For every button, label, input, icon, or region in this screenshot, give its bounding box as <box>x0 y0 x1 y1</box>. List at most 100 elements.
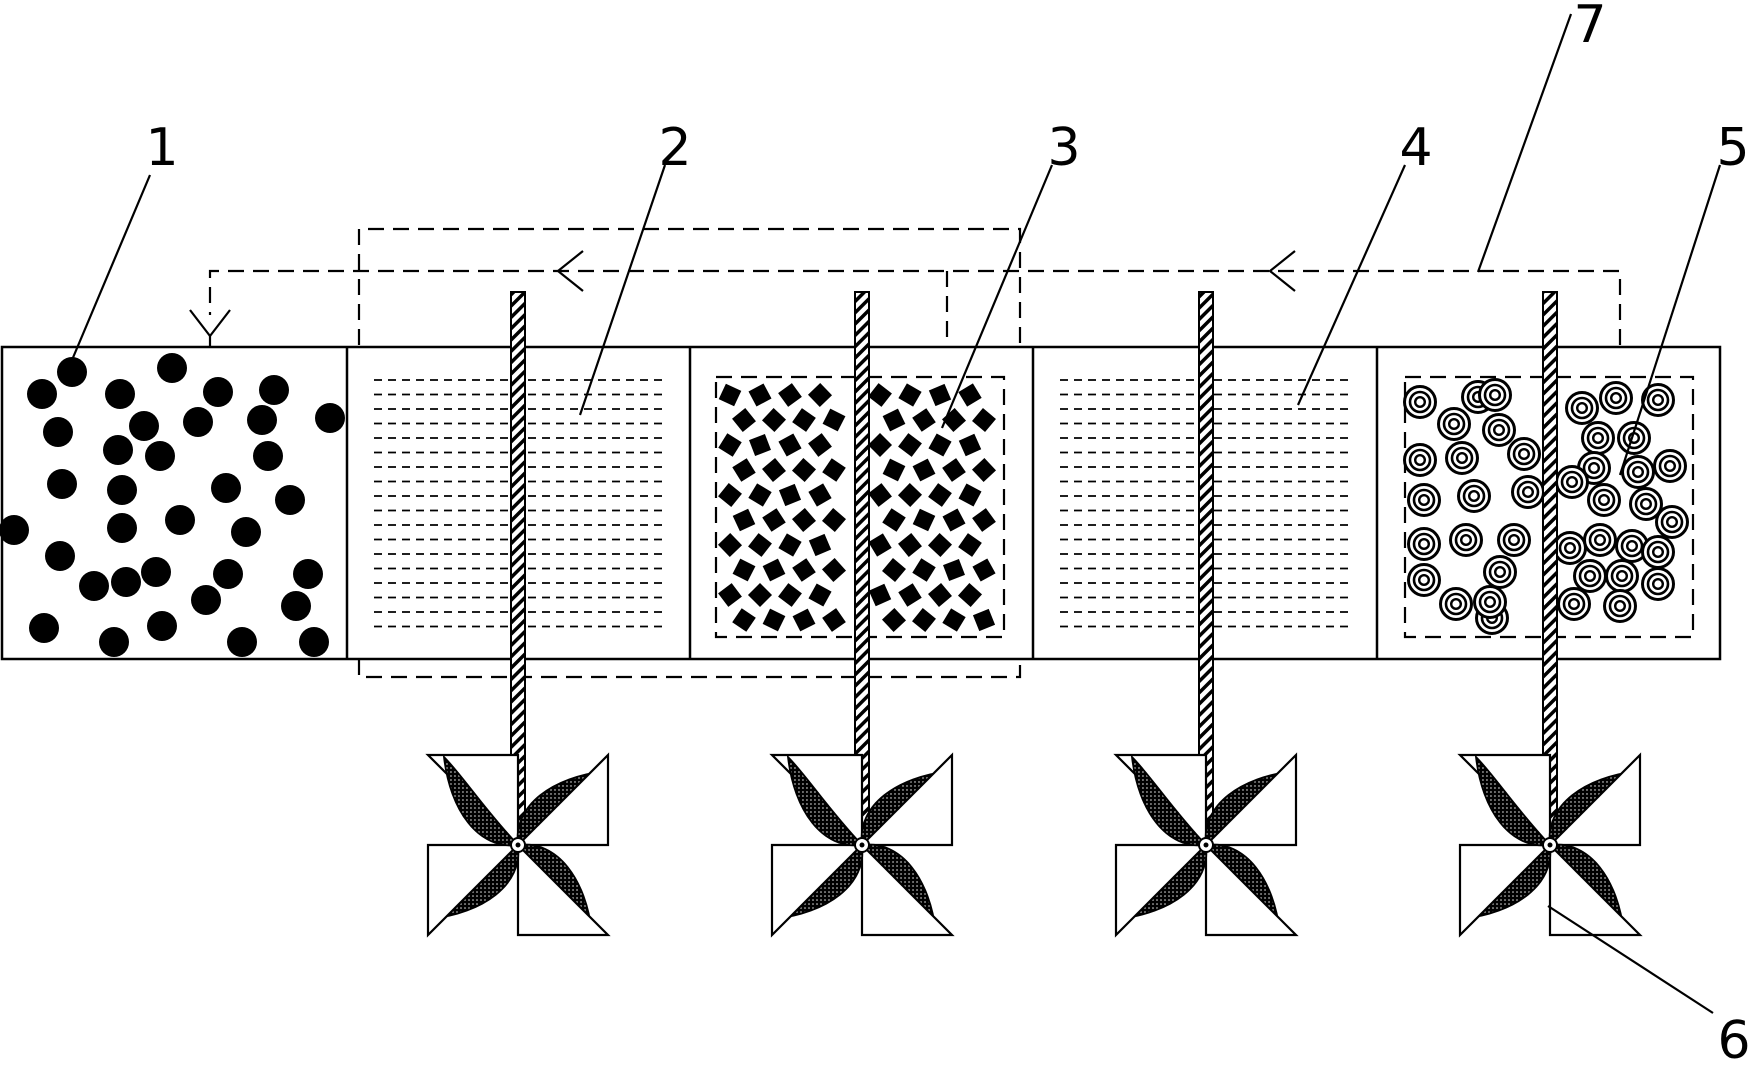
media-cube <box>778 383 802 407</box>
media-ring-ball <box>1641 567 1675 601</box>
ring-inner <box>1507 534 1520 547</box>
media-ring-ball <box>1403 443 1437 477</box>
media-cube <box>972 408 996 432</box>
label-part-4: 4 <box>1399 118 1432 178</box>
ring-inner <box>1447 418 1460 431</box>
blade-plate <box>1458 843 1553 938</box>
ring-middle <box>1586 426 1610 450</box>
media-cube <box>718 483 742 507</box>
leader-lines <box>70 13 1722 1014</box>
ring-inner <box>1651 578 1664 591</box>
media-ball <box>99 627 129 657</box>
stirrer-assembly <box>1457 291 1643 938</box>
media-cube <box>822 608 846 632</box>
media-cube <box>762 558 786 582</box>
ring-inner <box>1631 466 1644 479</box>
ring-middle <box>1562 592 1586 616</box>
media-cube <box>958 433 982 457</box>
media-cube <box>868 383 892 407</box>
ring-middle <box>1592 488 1616 512</box>
media-cube <box>792 608 816 632</box>
media-cube <box>762 608 786 632</box>
media-ring-ball <box>1557 587 1591 621</box>
media-cube <box>912 508 936 532</box>
ring-inner <box>1413 396 1426 409</box>
media-ring-ball <box>1555 465 1589 499</box>
stirrer-assembly <box>769 291 955 938</box>
impeller-hub-center <box>515 842 521 848</box>
ring-middle <box>1610 564 1634 588</box>
ring-middle <box>1604 386 1628 410</box>
arrow-left-icon <box>1268 250 1296 292</box>
media-cube <box>971 457 997 483</box>
media-cube <box>882 558 906 582</box>
stirrer-assembly <box>1113 291 1299 938</box>
ring-middle <box>1454 528 1478 552</box>
media-ring-ball <box>1565 391 1599 425</box>
media-ring-ball <box>1473 585 1507 619</box>
media-cube <box>778 583 802 607</box>
ring-inner <box>1615 570 1628 583</box>
blade-plate <box>516 842 611 937</box>
media-ring-ball <box>1437 407 1471 441</box>
ring-inner <box>1565 476 1578 489</box>
label-part-2: 2 <box>658 118 691 178</box>
media-ball <box>165 505 195 535</box>
blade-plate <box>859 752 954 847</box>
label-part-1: 1 <box>145 118 178 178</box>
media-ball <box>129 411 159 441</box>
blade-curve <box>442 754 520 847</box>
media-ball <box>107 513 137 543</box>
media-cube <box>897 482 923 508</box>
media-cube <box>942 608 966 632</box>
ring-inner <box>1665 516 1678 529</box>
media-cube <box>943 559 965 581</box>
impeller-blade <box>426 754 521 938</box>
ring-inner <box>1488 389 1501 402</box>
paddle-impeller-icon <box>425 752 611 938</box>
media-ball <box>27 379 57 409</box>
ring-middle <box>1646 388 1670 412</box>
media-ball <box>47 469 77 499</box>
impeller-hub-center <box>1203 842 1209 848</box>
ring-middle <box>1646 540 1670 564</box>
media-cube <box>792 408 816 432</box>
media-cube <box>747 582 773 608</box>
media-cube <box>808 583 832 607</box>
media-ball <box>29 613 59 643</box>
media-cube <box>792 558 816 582</box>
ring-middle <box>1502 528 1526 552</box>
ring-inner <box>1587 462 1600 475</box>
media-cube <box>898 533 922 557</box>
media-ring-ball <box>1407 563 1441 597</box>
ring-inner <box>1417 538 1430 551</box>
ring-middle <box>1462 484 1486 508</box>
ring-middle <box>1646 572 1670 596</box>
impeller-hub-center <box>859 842 865 848</box>
paddle-impeller-icon <box>1457 752 1643 938</box>
media-cube <box>928 483 952 507</box>
media-cube <box>942 508 966 532</box>
ring-inner <box>1625 540 1638 553</box>
ring-inner <box>1651 394 1664 407</box>
impeller-hub-center <box>1547 842 1553 848</box>
media-ball <box>103 435 133 465</box>
media-ball <box>281 591 311 621</box>
label-part-7: 7 <box>1573 0 1606 55</box>
media-cube <box>958 383 982 407</box>
ring-inner <box>1597 494 1610 507</box>
ring-middle <box>1516 480 1540 504</box>
media-ring-ball <box>1617 421 1651 455</box>
ring-middle <box>1412 568 1436 592</box>
blade-plate <box>1204 842 1299 937</box>
ring-middle <box>1558 536 1582 560</box>
media-ring-ball <box>1605 559 1639 593</box>
ring-middle <box>1560 470 1584 494</box>
media-cube <box>972 608 996 632</box>
media-ball <box>211 473 241 503</box>
media-ball <box>315 403 345 433</box>
media-ring-ball <box>1497 523 1531 557</box>
ring-inner <box>1417 574 1430 587</box>
media-ring-ball <box>1445 441 1479 475</box>
